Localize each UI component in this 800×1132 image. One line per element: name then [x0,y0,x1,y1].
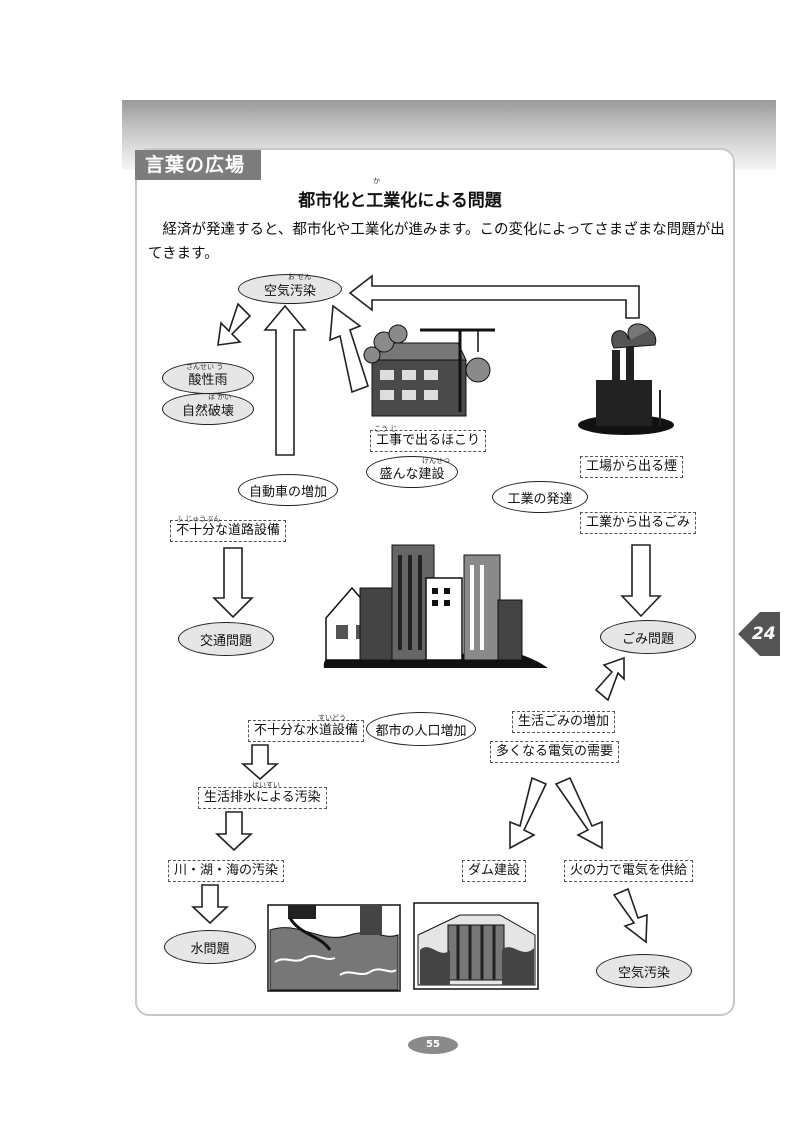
factory-illustration [578,323,674,435]
node-car-increase: 自動車の増加 [238,474,338,506]
intro-text: 経済が発達すると、都市化や工業化が進みます。この変化によってさまざまな問題が出て… [148,222,725,262]
ruby-poor-water: すいどう [318,714,346,722]
node-industry-development: 工業の発達 [492,481,588,513]
node-construction-dust: 工事で出るほこり [370,430,487,452]
arrow-car-to-air [263,304,307,456]
arrow-roads-to-traffic [212,547,254,619]
arrow-river-to-water-problem [190,884,230,925]
node-household-garbage: 生活ごみの増加 [512,711,616,733]
chapter-tab: 24 [738,612,778,656]
ruby-acid-rain: さんせい う [186,363,224,371]
node-active-construction: 盛んな建設 [366,456,458,488]
dam-illustration [413,902,539,990]
polluted-river-illustration [267,904,401,992]
arrow-wastewater-to-river [214,811,254,852]
arrow-waste-to-garbage [620,544,662,618]
ruby-construction-dust: こう じ [374,425,398,433]
arrow-demand-to-thermal [554,776,603,850]
arrow-construction-to-air [329,304,369,394]
node-electricity-demand: 多くなる電気の需要 [490,741,620,763]
ruby-poor-roads: ふ じゅうぶん [176,515,221,523]
node-air-pollution-bottom: 空気汚染 [596,954,692,988]
node-population-increase: 都市の人口増加 [366,712,476,746]
construction-illustration [363,324,495,417]
ruby-active-construction: けんせつ [422,457,450,465]
node-factory-waste: 工業から出るごみ [580,512,697,534]
node-poor-water: 不十分な水道設備 [248,720,365,742]
node-river-lake-sea: 川・湖・海の汚染 [168,860,285,882]
arrow-water-to-wastewater [240,744,280,781]
arrow-air-to-acid-rain [217,302,252,346]
chapter-tab-shape [738,612,780,656]
title-ruby: か [373,177,380,185]
node-domestic-wastewater: 生活排水による汚染 [198,787,327,809]
section-tag: 言葉の広場 [135,150,261,180]
node-poor-roads: 不十分な道路設備 [170,520,287,542]
city-illustration [323,544,548,668]
node-traffic-problem: 交通問題 [178,622,274,656]
ruby-domestic-wastewater: はいすい [252,781,280,789]
node-dam-construction: ダム建設 [462,860,527,882]
node-factory-smoke: 工場から出る煙 [580,456,684,478]
arrow-demand-to-dam [509,776,548,850]
chapter-tab-number: 24 [752,624,776,644]
ruby-nature-destruction: は かい [208,393,232,401]
node-water-problem: 水問題 [164,930,256,964]
page-title: 都市化と工業化による問題 [298,191,502,211]
node-air-pollution-top: 空気汚染 [238,274,342,304]
arrow-household-to-garbage [594,656,625,702]
node-thermal-power: 火の力で電気を供給 [564,860,694,882]
node-nature-destruction: 自然破壊 [162,393,254,425]
arrow-smoke-to-air [348,274,640,319]
page-number: 55 [408,1036,458,1054]
ruby-air-pollution-top: お せん [288,273,312,281]
arrow-thermal-to-air [612,887,648,944]
node-garbage-problem: ごみ問題 [600,620,696,654]
